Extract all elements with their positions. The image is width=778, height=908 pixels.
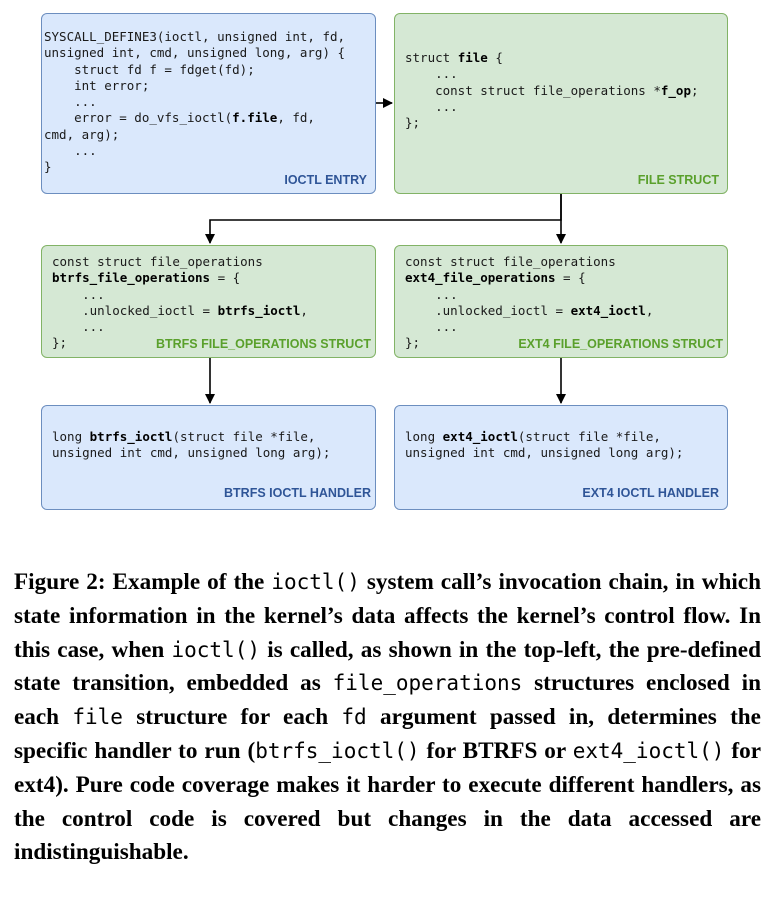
ext4-ioctl-handler-box: long ext4_ioctl(struct file *file, unsig…: [394, 405, 728, 510]
btrfs-ioctl-handler-label: BTRFS IOCTL HANDLER: [224, 486, 371, 500]
connector-arrows: [205, 98, 566, 404]
arrow-file-to-btrfs-ops: [205, 194, 562, 244]
ioctl-entry-box: SYSCALL_DEFINE3(ioctl, unsigned int, fd,…: [41, 13, 376, 194]
figure-caption: Figure 2: Example of the ioctl() system …: [14, 569, 761, 866]
file-struct-label: FILE STRUCT: [637, 173, 719, 187]
btrfs-ioctl-handler-box: long btrfs_ioctl(struct file *file, unsi…: [41, 405, 376, 510]
ioctl-entry-label: IOCTL ENTRY: [284, 173, 367, 187]
ext4-file-operations-box: const struct file_operations ext4_file_o…: [394, 245, 728, 358]
btrfs-file-operations-code: const struct file_operations btrfs_file_…: [52, 254, 308, 351]
ioctl-entry-code: SYSCALL_DEFINE3(ioctl, unsigned int, fd,…: [44, 29, 346, 175]
file-struct-box: struct file { ... const struct file_oper…: [394, 13, 728, 194]
btrfs-ioctl-handler-code: long btrfs_ioctl(struct file *file, unsi…: [52, 429, 331, 461]
file-struct-code: struct file { ... const struct file_oper…: [405, 50, 699, 131]
btrfs-file-operations-box: const struct file_operations btrfs_file_…: [41, 245, 376, 358]
ext4-ioctl-handler-label: EXT4 IOCTL HANDLER: [582, 486, 719, 500]
ext4-file-operations-code: const struct file_operations ext4_file_o…: [405, 254, 654, 351]
btrfs-file-operations-label: BTRFS FILE_OPERATIONS STRUCT: [155, 337, 371, 351]
ext4-ioctl-handler-code: long ext4_ioctl(struct file *file, unsig…: [405, 429, 684, 461]
ext4-file-operations-label: EXT4 FILE_OPERATIONS STRUCT: [518, 337, 723, 351]
